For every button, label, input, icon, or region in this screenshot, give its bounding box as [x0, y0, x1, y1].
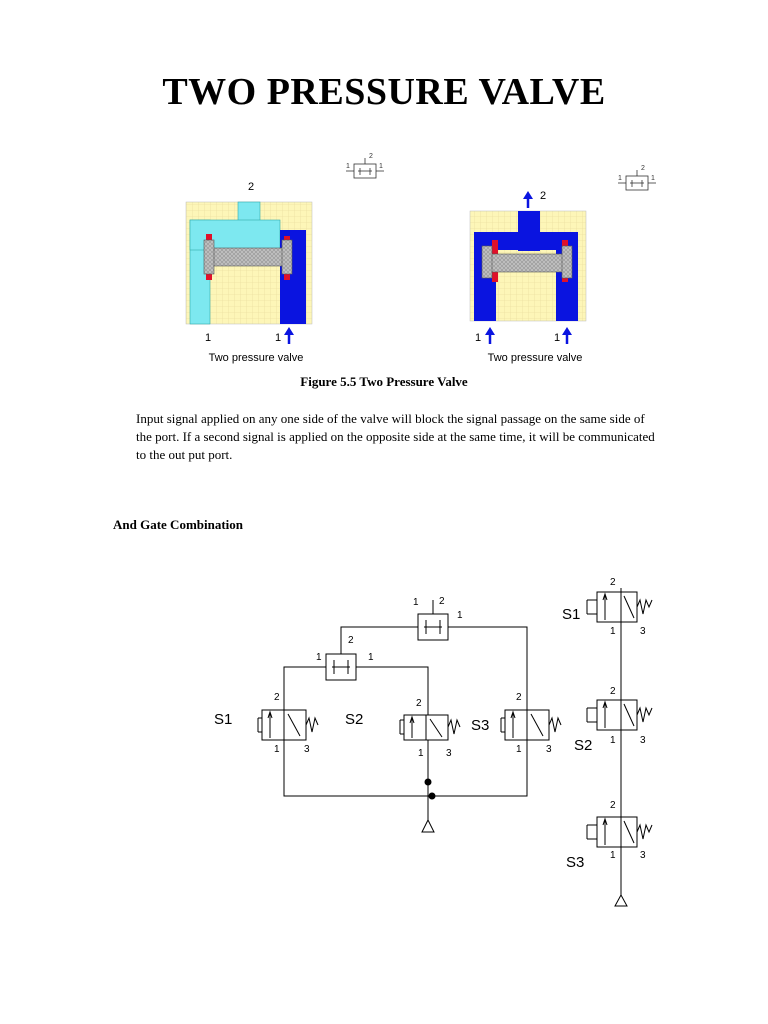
s2-label: S2 — [345, 711, 363, 728]
series-s3-label: S3 — [566, 854, 584, 871]
valve-symbol-small-right: 2 1 1 — [618, 165, 656, 191]
two-pressure-valve-right: 2 1 1 Two pressure valve — [469, 190, 587, 364]
svg-text:1: 1 — [457, 610, 463, 621]
svg-text:2: 2 — [439, 596, 445, 607]
right-valve-caption: Two pressure valve — [488, 352, 583, 364]
small-left-port-1a: 1 — [346, 163, 350, 170]
section-heading: And Gate Combination — [113, 517, 244, 532]
and-gate-circuit — [257, 600, 562, 833]
left-valve-caption: Two pressure valve — [209, 352, 304, 364]
two-pressure-valve-left: 2 1 1 Two pressure valve — [185, 181, 313, 364]
up-arrow-icon — [523, 191, 533, 199]
svg-text:2: 2 — [516, 692, 522, 703]
series-s2-label: S2 — [574, 737, 592, 754]
svg-text:1: 1 — [610, 735, 616, 746]
small-right-port-2: 2 — [641, 165, 645, 172]
small-left-port-1b: 1 — [379, 163, 383, 170]
valve-symbol-small-left: 2 1 1 — [346, 153, 384, 179]
and-gate-circuit-labels: 1 1 2 2 1 1 S1 2 1 3 S2 2 1 3 S3 2 1 3 — [214, 596, 552, 759]
svg-text:1: 1 — [274, 744, 280, 755]
series-circuit — [586, 588, 653, 907]
figure-caption: Figure 5.5 Two Pressure Valve — [300, 374, 468, 389]
svg-text:2: 2 — [416, 698, 422, 709]
small-right-port-1b: 1 — [651, 175, 655, 182]
svg-text:3: 3 — [304, 744, 310, 755]
svg-text:2: 2 — [610, 800, 616, 811]
svg-text:2: 2 — [610, 577, 616, 588]
left-valve-port-1-left: 1 — [205, 332, 211, 344]
svg-text:2: 2 — [610, 686, 616, 697]
svg-text:1: 1 — [610, 850, 616, 861]
description-paragraph: Input signal applied on any one side of … — [136, 411, 655, 462]
s3-label: S3 — [471, 717, 489, 734]
svg-text:3: 3 — [546, 744, 552, 755]
svg-text:3: 3 — [640, 626, 646, 637]
s1-label: S1 — [214, 711, 232, 728]
svg-text:3: 3 — [640, 735, 646, 746]
left-valve-port-2: 2 — [248, 181, 254, 193]
svg-text:3: 3 — [446, 748, 452, 759]
svg-text:1: 1 — [368, 652, 374, 663]
svg-text:1: 1 — [516, 744, 522, 755]
up-arrow-icon — [562, 327, 572, 335]
svg-text:1: 1 — [413, 597, 419, 608]
svg-text:1: 1 — [610, 626, 616, 637]
right-valve-port-1-left: 1 — [475, 332, 481, 344]
small-right-port-1a: 1 — [618, 175, 622, 182]
series-s1-label: S1 — [562, 606, 580, 623]
svg-text:1: 1 — [418, 748, 424, 759]
right-valve-port-2: 2 — [540, 190, 546, 202]
svg-text:2: 2 — [348, 635, 354, 646]
page-title: TWO PRESSURE VALVE — [162, 71, 606, 113]
svg-text:1: 1 — [316, 652, 322, 663]
series-circuit-labels: 2 S1 1 3 2 1 3 S2 2 1 3 S3 — [562, 577, 646, 871]
small-left-port-2: 2 — [369, 153, 373, 160]
up-arrow-icon — [485, 327, 495, 335]
up-arrow-icon — [284, 327, 294, 335]
svg-text:3: 3 — [640, 850, 646, 861]
svg-text:2: 2 — [274, 692, 280, 703]
left-valve-port-1-right: 1 — [275, 332, 281, 344]
right-valve-port-1-right: 1 — [554, 332, 560, 344]
